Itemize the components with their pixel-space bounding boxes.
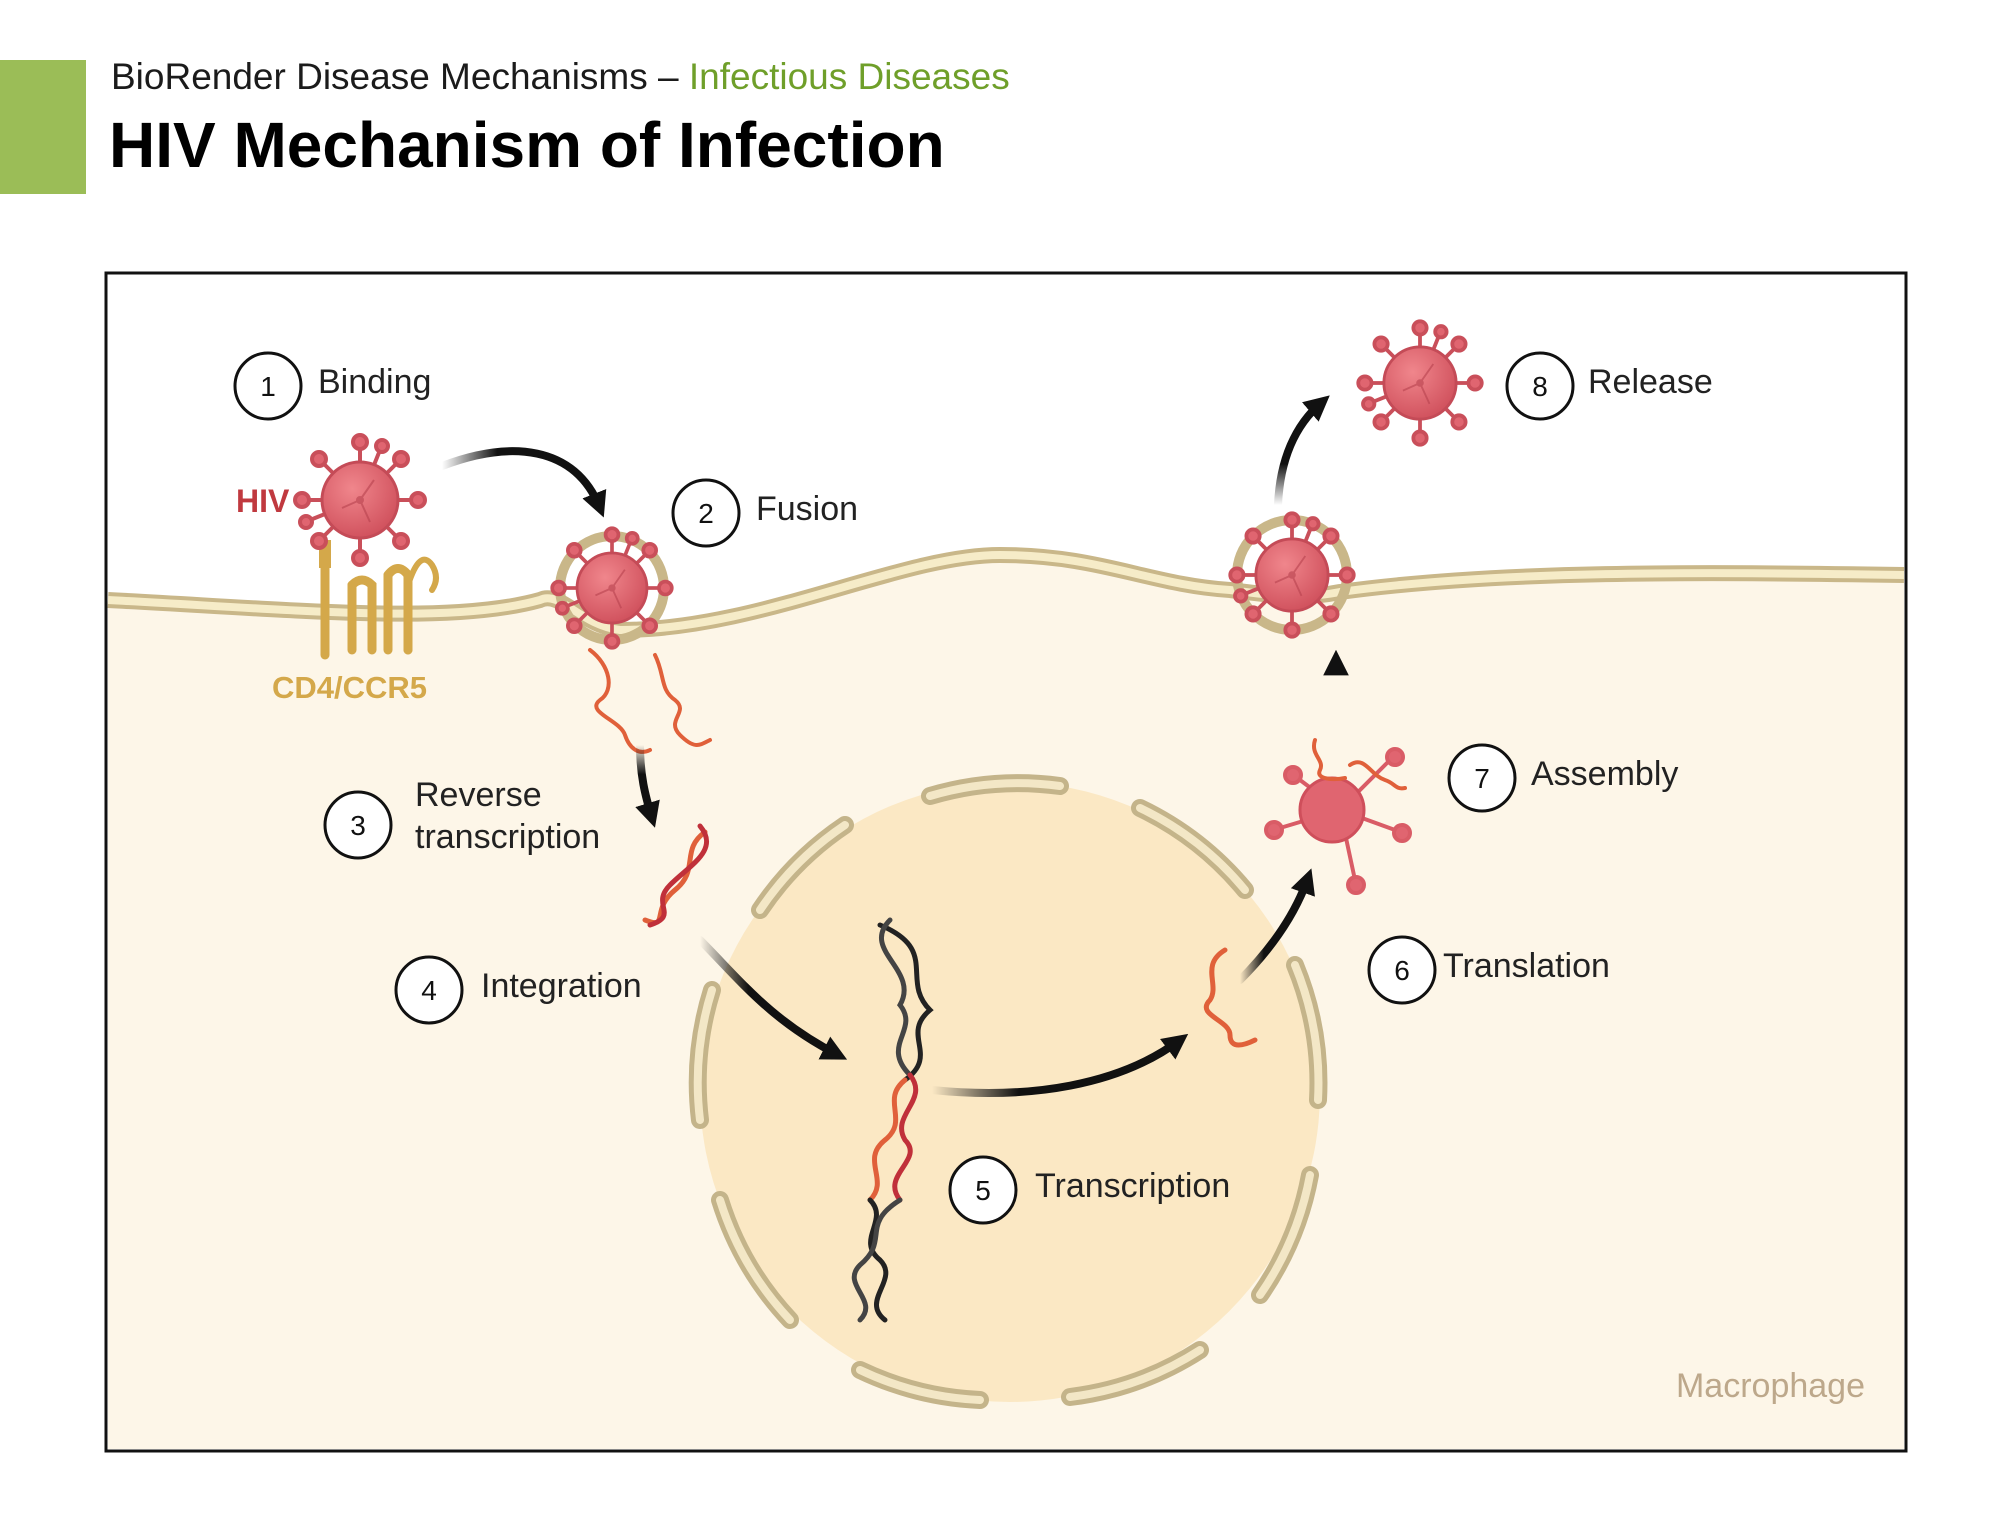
hiv-virus-released: [1356, 319, 1484, 447]
arrow-budding-to-release: [1274, 395, 1330, 509]
step-4: 4 Integration: [394, 955, 642, 1025]
assembly-particle: [1264, 738, 1412, 895]
cell-type-label: Macrophage: [1676, 1367, 1865, 1405]
category-name: Infectious Diseases: [688, 56, 1010, 97]
arrow-rt-to-integration: [696, 936, 848, 1060]
arrow-translation: [1236, 868, 1315, 984]
arrow-transcription: [928, 1033, 1189, 1097]
step-7: 7 Assembly: [1447, 743, 1678, 813]
receptor-label: CD4/CCR5: [272, 670, 427, 705]
hiv-virus-binding: [293, 433, 427, 567]
membrane-inner: [107, 550, 1905, 635]
step-label: Integration: [481, 967, 642, 1005]
step-label: Release: [1588, 363, 1713, 401]
series-name: BioRender Disease Mechanisms: [111, 56, 648, 97]
hiv-virus-budding: [1228, 511, 1356, 639]
step-label-line1: Reverse: [415, 776, 542, 814]
series-subtitle: BioRender Disease Mechanisms – Infectiou…: [111, 56, 1010, 98]
mrna-transcript: [1203, 947, 1258, 1048]
step-number: 2: [698, 498, 714, 529]
step-number: 6: [1394, 955, 1410, 986]
arrow-binding-to-fusion: [438, 447, 607, 518]
step-6: 6 Translation: [1367, 935, 1610, 1005]
step-8: 8 Release: [1505, 351, 1713, 421]
step-number: 3: [350, 810, 366, 841]
step-3: 3 Reverse transcription: [323, 776, 600, 860]
step-2: 2 Fusion: [671, 478, 858, 548]
step-label: Translation: [1443, 947, 1610, 985]
step-label: Assembly: [1531, 755, 1678, 793]
integrated-dna: [851, 917, 934, 1323]
page-title: HIV Mechanism of Infection: [109, 109, 945, 181]
step-number: 8: [1532, 371, 1548, 402]
process-arrows: [438, 395, 1349, 1097]
viral-rna-strands: [588, 648, 712, 754]
step-label: Transcription: [1035, 1167, 1230, 1205]
step-number: 7: [1474, 763, 1490, 794]
step-1: 1 Binding: [233, 351, 431, 421]
hiv-virus-fusion: [550, 526, 674, 650]
reverse-transcribed-dna: [642, 823, 709, 928]
hiv-label: HIV: [236, 483, 290, 519]
step-label: Binding: [318, 363, 431, 401]
step-number: 5: [975, 1175, 991, 1206]
step-number: 1: [260, 371, 276, 402]
step-5: 5 Transcription: [948, 1155, 1230, 1225]
arrow-fusion-to-rt: [635, 741, 660, 828]
step-number: 4: [421, 975, 437, 1006]
separator: –: [647, 56, 689, 97]
accent-bar: [0, 60, 86, 194]
step-label: Fusion: [756, 490, 858, 528]
step-label-line2: transcription: [415, 818, 600, 856]
